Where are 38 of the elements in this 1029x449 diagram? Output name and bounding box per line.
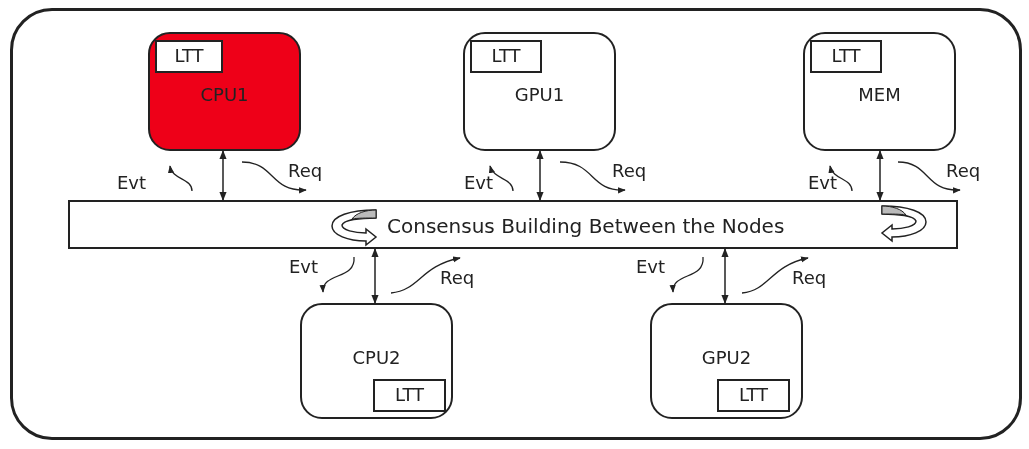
- bus-band: [68, 200, 958, 249]
- message-label: Req: [946, 160, 981, 181]
- double-arrow: [721, 248, 729, 304]
- message-label: Evt: [636, 256, 666, 277]
- double-arrow: [219, 150, 227, 201]
- message-label: Req: [288, 160, 323, 181]
- message-label: Evt: [117, 172, 147, 193]
- component-box: [463, 32, 616, 151]
- ltt-box: [717, 379, 790, 412]
- message-label: Evt: [808, 172, 838, 193]
- message-label: Evt: [464, 172, 494, 193]
- ltt-label: LTT: [173, 45, 205, 66]
- bus-label: Consensus Building Between the Nodes: [387, 214, 785, 238]
- component-label: CPU2: [351, 347, 402, 368]
- message-label: Req: [792, 267, 827, 288]
- double-arrow: [371, 248, 379, 304]
- double-arrow: [876, 150, 884, 201]
- outer-frame: [10, 8, 1022, 440]
- component-label: CPU1: [199, 84, 250, 105]
- message-label: Req: [440, 267, 475, 288]
- component-box: [803, 32, 956, 151]
- component-box: [650, 303, 803, 419]
- message-label: Evt: [289, 256, 319, 277]
- double-arrow: [536, 150, 544, 201]
- ltt-box: [810, 40, 882, 73]
- ltt-box: [470, 40, 542, 73]
- ltt-label: LTT: [737, 384, 770, 405]
- component-label: GPU2: [700, 347, 753, 368]
- message-label: Req: [612, 160, 647, 181]
- ltt-label: LTT: [393, 384, 426, 405]
- ltt-box: [155, 40, 223, 73]
- component-box: [148, 32, 301, 151]
- component-label: GPU1: [513, 84, 566, 105]
- ltt-label: LTT: [490, 45, 522, 66]
- component-label: MEM: [857, 84, 902, 105]
- ltt-label: LTT: [830, 45, 862, 66]
- ltt-box: [373, 379, 446, 412]
- component-box: [300, 303, 453, 419]
